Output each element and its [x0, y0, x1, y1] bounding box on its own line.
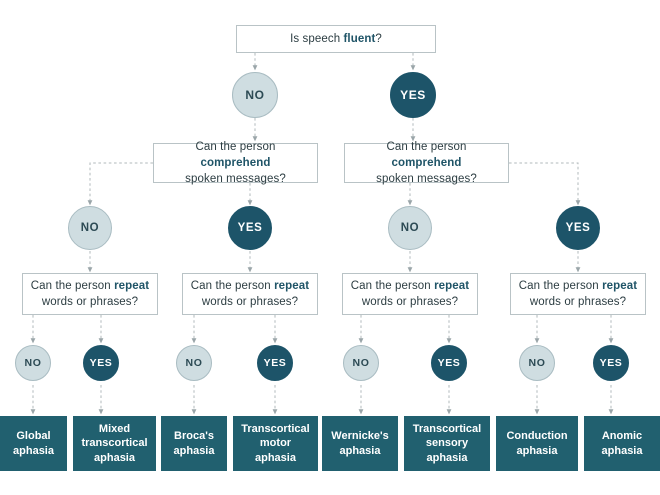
comprehend-prefix: Can the person: [195, 141, 276, 153]
answer-node-no-comprehend-nonfluent[interactable]: NO: [68, 206, 112, 250]
answer-node-no-fluency[interactable]: NO: [232, 72, 278, 118]
repeat-line2: words or phrases?: [201, 296, 299, 308]
answer-label: YES: [437, 357, 461, 369]
outcome-box-conduction[interactable]: Conduction aphasia: [496, 416, 578, 471]
question-box-repeat-3: Can the person repeat words or phrases?: [342, 273, 478, 315]
question-box-fluent: Is speech fluent?: [236, 25, 436, 53]
outcome-box-mixed-transcortical[interactable]: Mixed transcortical aphasia: [73, 416, 156, 471]
repeat-keyword: repeat: [274, 280, 310, 292]
repeat-prefix: Can the person: [518, 280, 603, 292]
repeat-line2: words or phrases?: [41, 296, 139, 308]
fluent-suffix: ?: [375, 33, 382, 45]
answer-label: NO: [24, 357, 42, 369]
comprehend-keyword: comprehend: [391, 157, 462, 169]
outcome-box-wernickes[interactable]: Wernicke's aphasia: [322, 416, 398, 471]
repeat-prefix: Can the person: [350, 280, 435, 292]
answer-label: NO: [245, 88, 265, 102]
answer-node-yes-comprehend-nonfluent[interactable]: YES: [228, 206, 272, 250]
repeat-prefix: Can the person: [190, 280, 275, 292]
comprehend-keyword: comprehend: [200, 157, 271, 169]
repeat-line2: words or phrases?: [529, 296, 627, 308]
answer-label: NO: [80, 222, 100, 234]
repeat-keyword: repeat: [434, 280, 470, 292]
answer-node-yes-repeat-4[interactable]: YES: [593, 345, 629, 381]
answer-node-no-repeat-3[interactable]: NO: [343, 345, 379, 381]
comprehend-line2: spoken messages?: [185, 173, 286, 185]
question-repeat-text: Can the person repeat words or phrases?: [31, 278, 149, 310]
answer-label: YES: [237, 222, 263, 234]
answer-node-no-repeat-4[interactable]: NO: [519, 345, 555, 381]
question-repeat-text: Can the person repeat words or phrases?: [351, 278, 469, 310]
comprehend-line2: spoken messages?: [376, 173, 477, 185]
answer-node-yes-comprehend-fluent[interactable]: YES: [556, 206, 600, 250]
answer-label: YES: [263, 357, 287, 369]
outcome-box-brocas[interactable]: Broca's aphasia: [161, 416, 227, 471]
outcome-box-anomic[interactable]: Anomic aphasia: [584, 416, 660, 471]
question-box-repeat-4: Can the person repeat words or phrases?: [510, 273, 646, 315]
question-fluent-text: Is speech fluent?: [290, 31, 382, 47]
answer-label: YES: [89, 357, 113, 369]
answer-label: NO: [185, 357, 203, 369]
outcome-box-transcortical-sensory[interactable]: Transcortical sensory aphasia: [404, 416, 490, 471]
answer-label: YES: [565, 222, 591, 234]
answer-node-yes-repeat-2[interactable]: YES: [257, 345, 293, 381]
question-comprehend-text: Can the person comprehend spoken message…: [160, 139, 311, 187]
question-box-repeat-1: Can the person repeat words or phrases?: [22, 273, 158, 315]
outcome-box-global[interactable]: Global aphasia: [0, 416, 67, 471]
outcome-box-transcortical-motor[interactable]: Transcortical motor aphasia: [233, 416, 318, 471]
fluent-prefix: Is speech: [290, 33, 344, 45]
repeat-keyword: repeat: [602, 280, 638, 292]
repeat-line2: words or phrases?: [361, 296, 459, 308]
answer-node-yes-fluency[interactable]: YES: [390, 72, 436, 118]
question-box-comprehend-nonfluent: Can the person comprehend spoken message…: [153, 141, 318, 185]
question-comprehend-text: Can the person comprehend spoken message…: [351, 139, 502, 187]
question-repeat-text: Can the person repeat words or phrases?: [191, 278, 309, 310]
comprehend-prefix: Can the person: [386, 141, 467, 153]
answer-node-yes-repeat-3[interactable]: YES: [431, 345, 467, 381]
answer-node-no-comprehend-fluent[interactable]: NO: [388, 206, 432, 250]
question-repeat-text: Can the person repeat words or phrases?: [519, 278, 637, 310]
repeat-prefix: Can the person: [30, 280, 115, 292]
question-box-comprehend-fluent: Can the person comprehend spoken message…: [344, 141, 509, 185]
answer-label: NO: [400, 222, 420, 234]
answer-label: YES: [599, 357, 623, 369]
fluent-keyword: fluent: [343, 33, 376, 45]
answer-label: NO: [528, 357, 546, 369]
repeat-keyword: repeat: [114, 280, 150, 292]
answer-node-no-repeat-2[interactable]: NO: [176, 345, 212, 381]
answer-node-yes-repeat-1[interactable]: YES: [83, 345, 119, 381]
answer-node-no-repeat-1[interactable]: NO: [15, 345, 51, 381]
answer-label: NO: [352, 357, 370, 369]
question-box-repeat-2: Can the person repeat words or phrases?: [182, 273, 318, 315]
answer-label: YES: [400, 88, 426, 102]
